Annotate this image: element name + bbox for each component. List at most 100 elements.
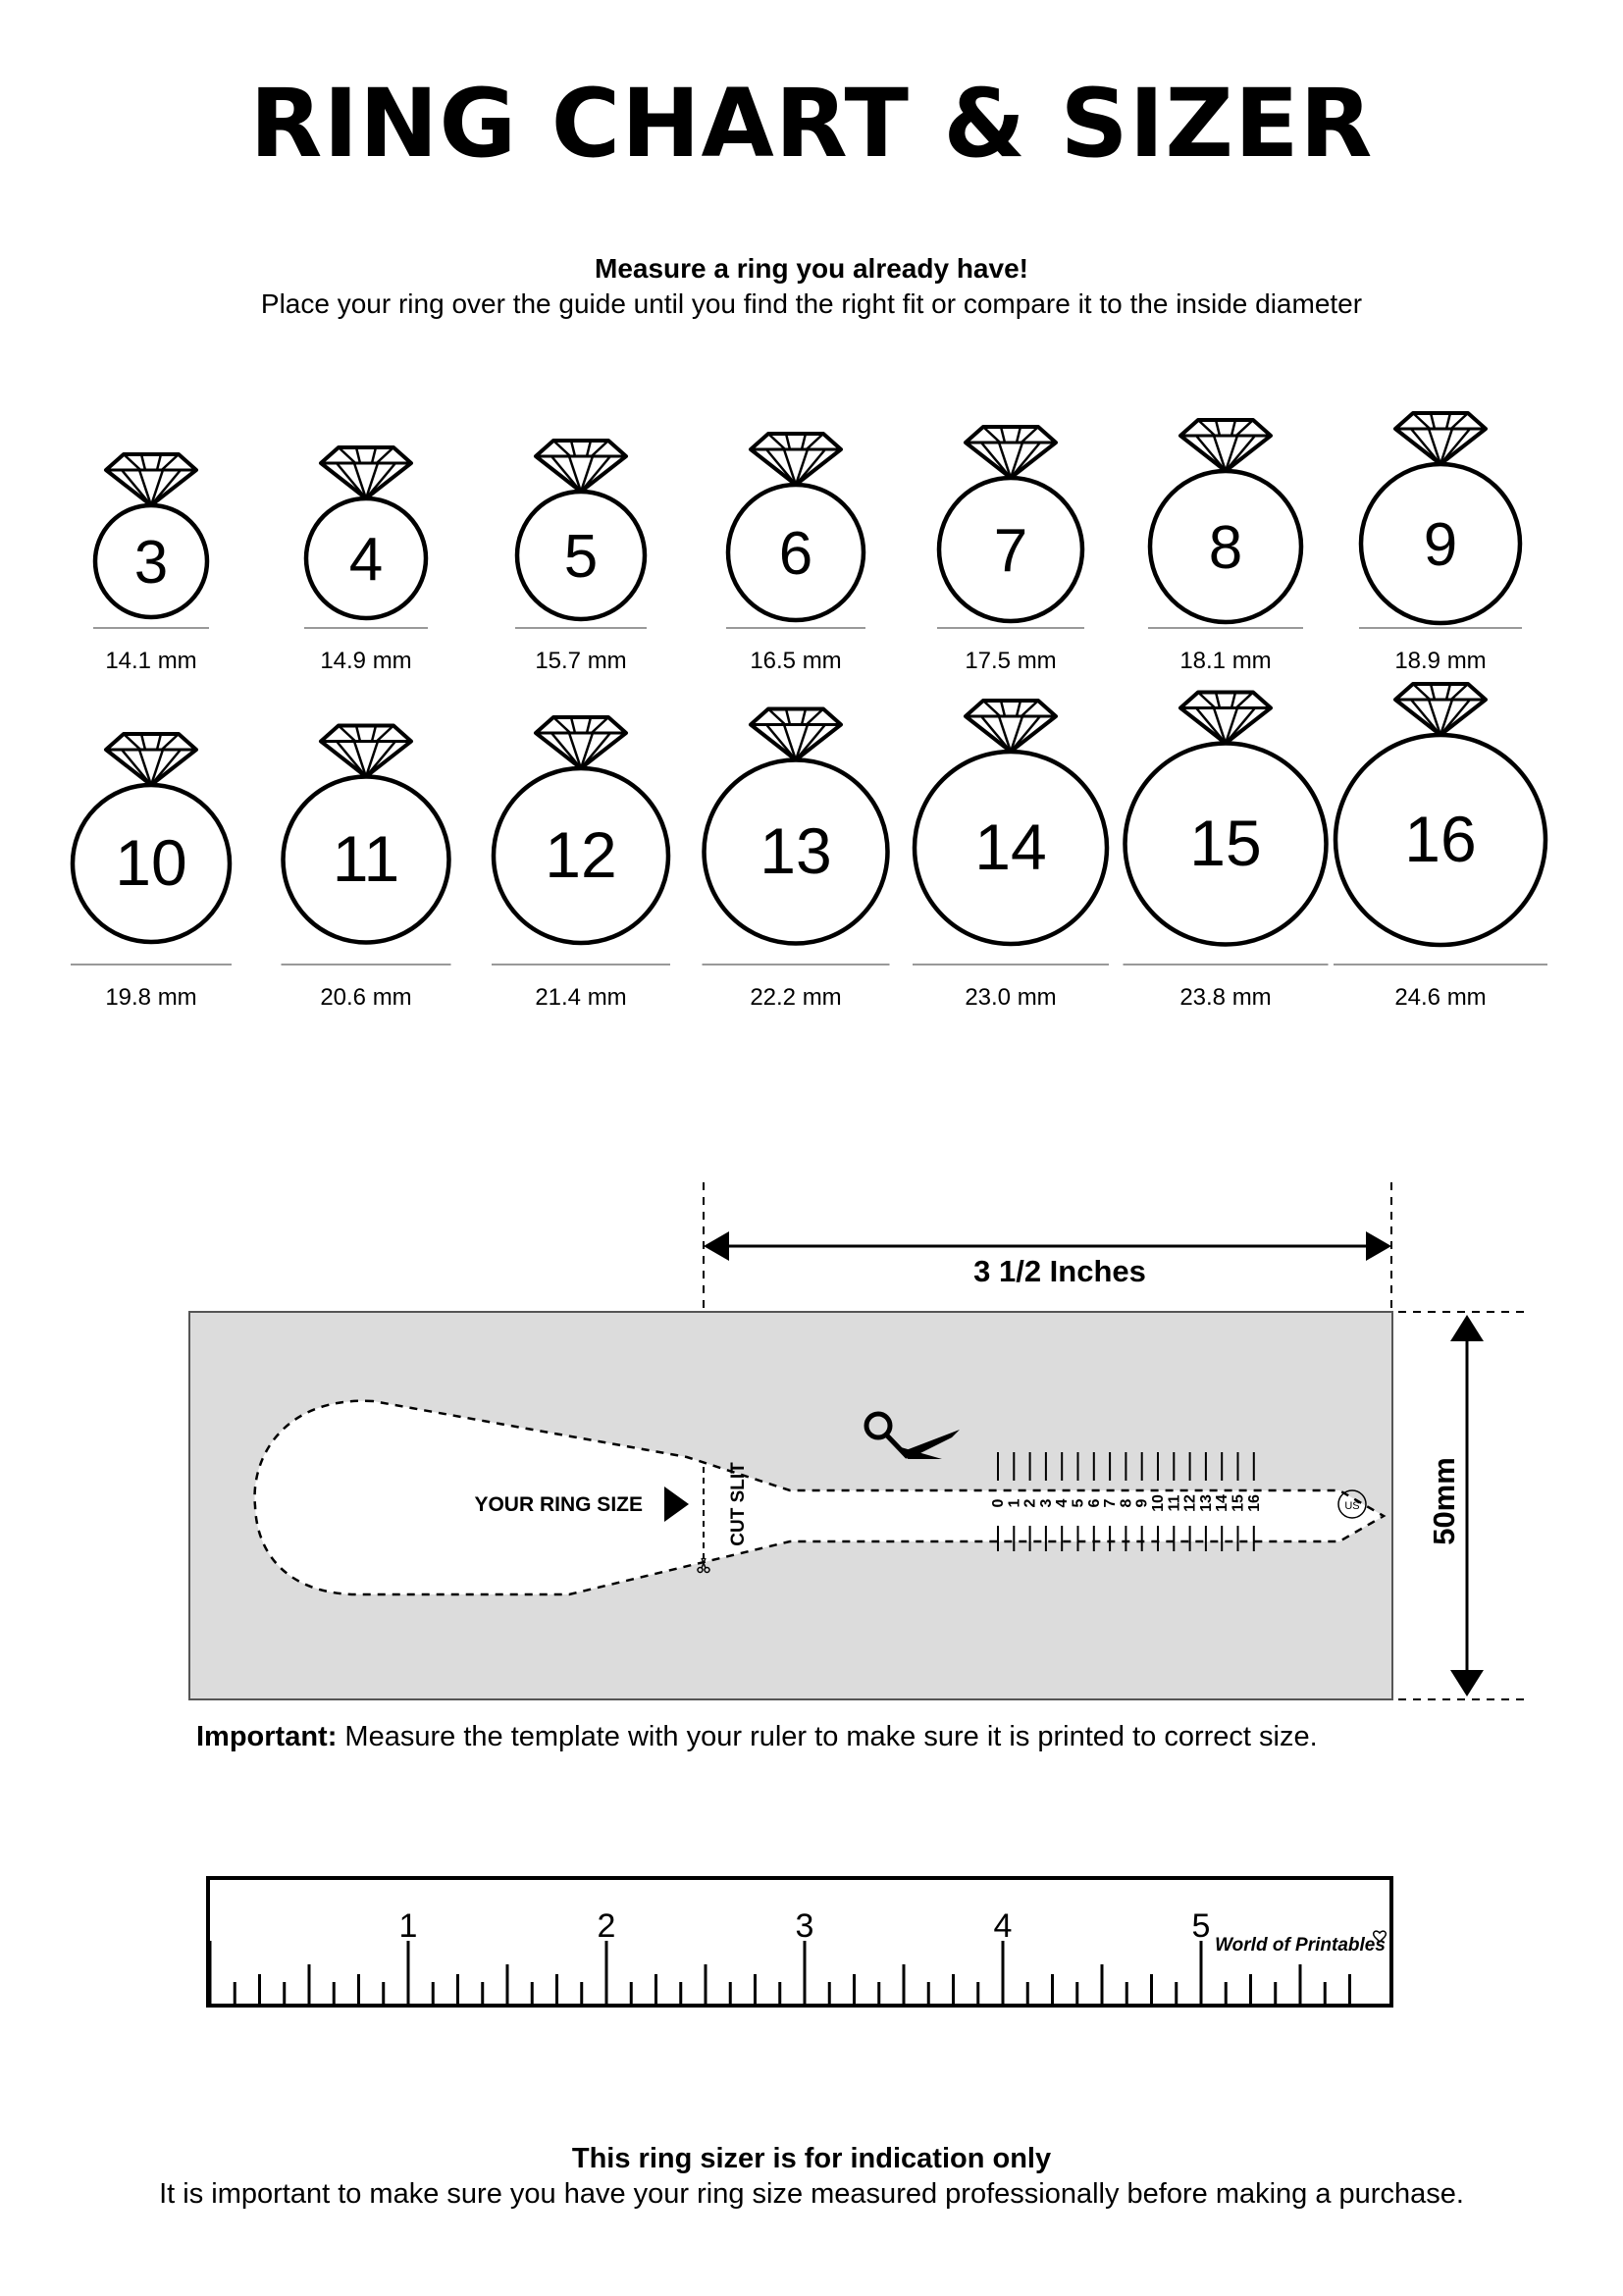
diamond-icon (104, 452, 198, 507)
important-label: Important: (196, 1721, 338, 1752)
ring-size-number: 15 (1189, 807, 1261, 879)
ring-circle (491, 765, 671, 946)
scale-number: 5 (1071, 1498, 1087, 1507)
ring-size-7: 7 17.5 mm (936, 425, 1085, 674)
ruler-number: 2 (598, 1907, 616, 1945)
ring-circle (912, 749, 1110, 947)
height-label: 50mm (1427, 1457, 1461, 1545)
width-label: 3 1/2 Inches (973, 1254, 1146, 1288)
ring-circle (281, 774, 451, 945)
scale-number: 9 (1134, 1498, 1151, 1507)
diameter-label: 19.8 mm (105, 984, 196, 1011)
ring-size-number: 7 (994, 517, 1027, 585)
ring-circle (1358, 461, 1523, 626)
us-badge: US (1344, 1500, 1359, 1512)
diameter-label: 15.7 mm (535, 648, 626, 674)
diamond-icon (1393, 682, 1488, 737)
scale-number: 1 (1006, 1498, 1022, 1507)
height-arrow-top-head (1450, 1315, 1484, 1341)
scale-number: 13 (1198, 1494, 1215, 1512)
ring-size-number: 6 (779, 520, 812, 588)
cut-slit-label: CUT SLIT (728, 1462, 749, 1546)
ruler-number: 1 (399, 1907, 418, 1945)
diamond-icon (964, 699, 1058, 754)
ring-size-number: 16 (1404, 803, 1476, 875)
diamond-icon (964, 425, 1058, 480)
diameter-label: 23.0 mm (965, 984, 1056, 1011)
diamond-icon (319, 723, 413, 779)
diamond-icon (104, 732, 198, 787)
page-title: RING CHART & SIZER (249, 69, 1374, 179)
scale-number: 4 (1054, 1498, 1071, 1507)
intro-heading: Measure a ring you already have! (595, 253, 1028, 284)
small-scissors-icon (697, 1557, 710, 1574)
ring-size-number: 10 (115, 826, 186, 899)
diameter-label: 14.1 mm (105, 648, 196, 674)
ring-circle (1333, 732, 1548, 948)
ring-size-number: 14 (974, 810, 1046, 883)
your-ring-size-label: YOUR RING SIZE (474, 1493, 643, 1516)
diamond-icon (1178, 690, 1273, 746)
ring-sizer-template: 3 1/2 Inches 50mm YOUR RING SIZE CUT SLI… (188, 1182, 1531, 1700)
diameter-label: 18.1 mm (1179, 648, 1271, 674)
height-arrow-bottom-head (1450, 1670, 1484, 1696)
diamond-icon (534, 439, 628, 494)
ring-size-12: 12 21.4 mm (491, 715, 671, 1011)
scale-number: 0 (990, 1498, 1007, 1507)
diamond-icon (319, 445, 413, 500)
diameter-label: 16.5 mm (750, 648, 841, 674)
scale-number: 16 (1246, 1494, 1263, 1512)
width-arrow-left-head (704, 1231, 729, 1261)
ring-size-3: 3 14.1 mm (92, 452, 210, 674)
ring-size-6: 6 16.5 mm (725, 432, 866, 674)
ruler-number: 4 (994, 1907, 1013, 1945)
ring-size-10: 10 19.8 mm (70, 732, 233, 1011)
diameter-label: 22.2 mm (750, 984, 841, 1011)
ring-size-number: 9 (1424, 511, 1457, 579)
us-badge-circle (1337, 1489, 1367, 1519)
diameter-label: 20.6 mm (320, 984, 411, 1011)
diameter-label: 24.6 mm (1394, 984, 1486, 1011)
brand-logo: World of Printables (1215, 1935, 1386, 1956)
scale-number: 6 (1086, 1498, 1103, 1507)
ring-size-5: 5 15.7 mm (514, 439, 648, 674)
diameter-label: 18.9 mm (1394, 648, 1486, 674)
ring-circle (70, 782, 233, 945)
scale-number: 11 (1166, 1494, 1182, 1511)
ring-size-16: 16 24.6 mm (1333, 682, 1548, 1011)
ring-size-number: 5 (564, 523, 598, 591)
ring-size-number: 13 (759, 814, 831, 887)
footer-text: It is important to make sure you have yo… (159, 2178, 1464, 2210)
diameter-label: 21.4 mm (535, 984, 626, 1011)
scale-number: 14 (1214, 1494, 1230, 1512)
diameter-label: 17.5 mm (965, 648, 1056, 674)
diamond-icon (1178, 418, 1273, 473)
ruler-frame (206, 1876, 1393, 2008)
scale-number: 8 (1118, 1498, 1134, 1507)
ring-size-number: 11 (333, 822, 400, 895)
ring-size-number: 4 (349, 526, 383, 594)
diamond-icon (749, 706, 843, 762)
ring-circle (1147, 468, 1304, 625)
ring-size-13: 13 22.2 mm (702, 706, 890, 1011)
ring-size-number: 8 (1209, 514, 1242, 582)
ring-circle (303, 496, 429, 621)
ring-size-11: 11 20.6 mm (281, 723, 451, 1011)
important-note: Important: Measure the template with you… (196, 1721, 1318, 1753)
scale-number: 3 (1038, 1498, 1055, 1507)
important-text: Measure the template with your ruler to … (337, 1721, 1318, 1752)
scissors-icon (864, 1411, 960, 1459)
scale-number: 2 (1022, 1498, 1039, 1507)
ruler-number: 3 (796, 1907, 814, 1945)
diamond-icon (749, 432, 843, 487)
diameter-label: 14.9 mm (320, 648, 411, 674)
footer-heading: This ring sizer is for indication only (571, 2143, 1052, 2174)
your-ring-size-arrow (664, 1487, 689, 1522)
ring-size-number: 12 (545, 818, 616, 891)
ring-size-number: 3 (134, 529, 168, 597)
ring-circle (92, 502, 210, 620)
